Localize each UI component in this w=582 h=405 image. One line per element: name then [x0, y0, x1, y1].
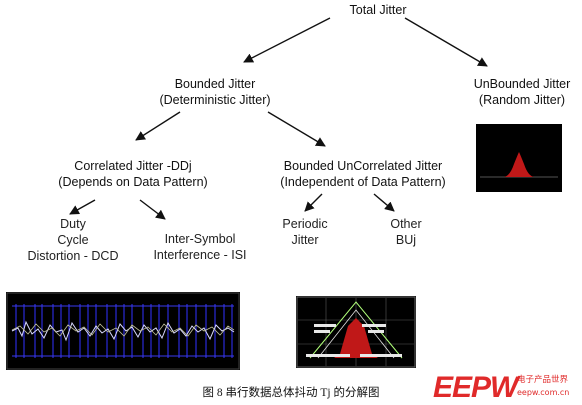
node-isi: Inter-Symbol Interference - ISI	[153, 232, 247, 262]
arrow-bounded-to-correlated	[135, 111, 181, 141]
arrow-uncorrelated-to-periodic	[304, 193, 323, 212]
logo-mark: EEPW	[433, 371, 518, 404]
node-periodic-jitter: Periodic Jitter	[282, 217, 328, 247]
arrow-correlated-to-dcd	[69, 199, 96, 215]
arrow-bounded-to-uncorrelated	[267, 111, 326, 147]
node-other-buj: Other BUj	[390, 217, 422, 247]
node-correlated-jitter: Correlated Jitter -DDj (Depends on Data …	[58, 159, 208, 189]
arrow-total-to-bounded	[243, 17, 331, 63]
gaussian-histogram-image	[480, 152, 558, 178]
figure-caption: 图 8 串行数据总体抖动 Tj 的分解图	[202, 387, 380, 399]
arrow-uncorrelated-to-other	[373, 193, 395, 212]
isi-waveform-panel	[6, 292, 240, 370]
node-dcd: Duty Cycle Distortion - DCD	[27, 217, 119, 263]
arrow-total-to-unbounded	[404, 17, 488, 67]
periodic-histogram-image	[296, 296, 416, 368]
random-jitter-histogram-panel	[476, 124, 562, 192]
logo-tagline: 电子产品世界	[517, 375, 569, 385]
periodic-jitter-histogram-panel	[296, 296, 416, 368]
eepw-logo: EEPW 电子产品世界 eepw.com.cn	[433, 371, 582, 405]
arrow-correlated-to-isi	[139, 199, 166, 220]
node-bounded-jitter: Bounded Jitter (Deterministic Jitter)	[159, 77, 271, 107]
node-total-jitter: Total Jitter	[349, 3, 407, 17]
node-uncorrelated-jitter: Bounded UnCorrelated Jitter (Independent…	[280, 159, 446, 189]
node-unbounded-jitter: UnBounded Jitter (Random Jitter)	[473, 77, 571, 107]
waveform-image	[6, 292, 240, 370]
logo-url: eepw.com.cn	[517, 388, 570, 397]
